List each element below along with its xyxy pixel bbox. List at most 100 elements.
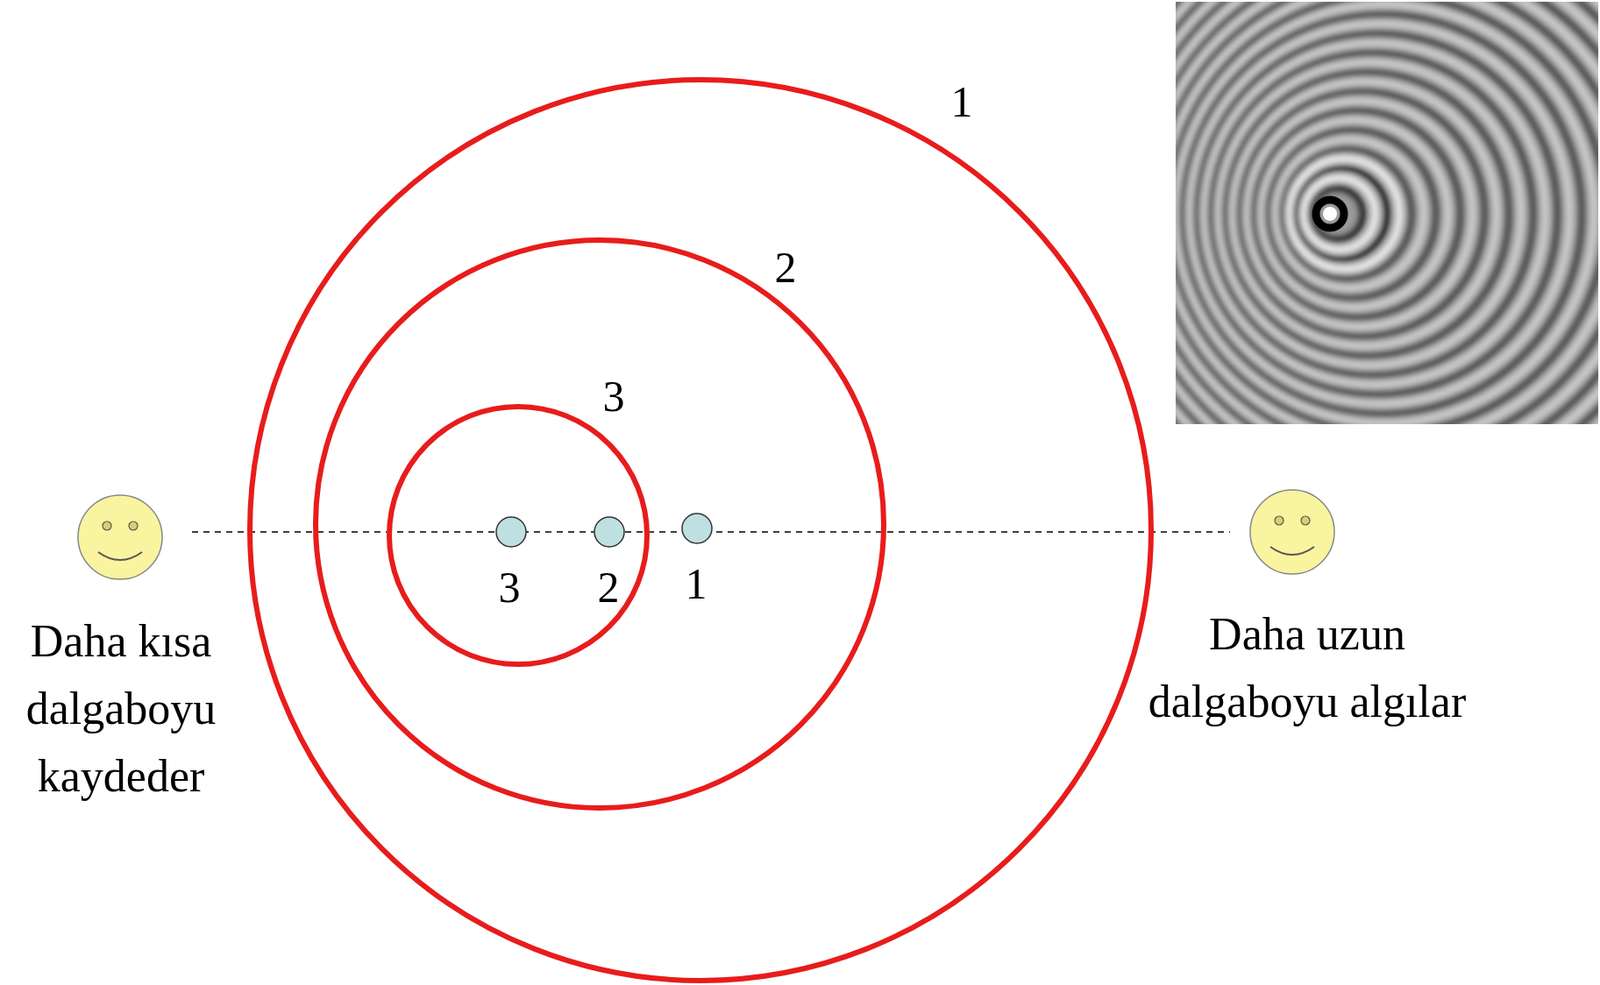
wave-rings — [1175, 1, 1599, 425]
wave-ring — [1175, 4, 1594, 424]
wave-ring — [1175, 1, 1599, 425]
wave-ring — [1175, 1, 1599, 425]
source-position — [682, 513, 712, 544]
wave-ring — [1175, 1, 1599, 425]
wave-ring — [1310, 187, 1364, 241]
wave-ring — [1175, 1, 1599, 425]
wave-ring — [1175, 1, 1599, 425]
wave-ring — [1175, 1, 1599, 425]
wave-ring — [1175, 1, 1599, 425]
wave-ring — [1175, 1, 1599, 425]
wave-ring — [1175, 1, 1599, 425]
wave-ring — [1175, 1, 1599, 425]
wave-ring — [1260, 120, 1449, 308]
wave-ring — [1281, 149, 1412, 279]
wave-ring — [1303, 177, 1376, 250]
source-position — [496, 517, 527, 548]
wave-ring — [1175, 1, 1599, 425]
wave-ring — [1175, 1, 1599, 425]
wave-ring — [1267, 129, 1437, 299]
wave-ring — [1217, 62, 1522, 366]
wave-ring — [1238, 91, 1485, 337]
inset-ground — [1175, 1, 1599, 425]
wave-ring — [1288, 158, 1400, 270]
wave-ring — [1175, 1, 1599, 425]
wave-ring — [1175, 1, 1599, 425]
wave-ring — [1175, 1, 1599, 425]
wave-ring — [1181, 14, 1582, 414]
wave-ring — [1175, 1, 1599, 425]
wave-ring — [1175, 1, 1599, 425]
wave-ring — [1253, 110, 1461, 318]
source-ring — [1315, 199, 1344, 228]
wave-ring — [1175, 1, 1599, 425]
wave-ring — [1175, 1, 1599, 425]
wave-ring — [1175, 1, 1599, 425]
wave-ring — [1203, 42, 1546, 385]
wave-ring — [1210, 52, 1534, 376]
wave-ring — [1175, 1, 1599, 425]
wave-ring — [1175, 1, 1599, 425]
wave-ring — [1175, 1, 1599, 425]
wave-ring — [1246, 100, 1473, 328]
wave-ring — [1175, 1, 1599, 425]
smiley-observer — [1250, 490, 1335, 575]
wave-ring — [1175, 1, 1599, 425]
wave-ring — [1175, 1, 1599, 425]
wave-ring — [1175, 1, 1599, 425]
position-number: 3 — [498, 562, 521, 613]
wave-ring — [1175, 1, 1599, 425]
wave-ring — [1175, 1, 1599, 425]
wave-ring — [1196, 33, 1558, 395]
observer-note: Daha uzun dalgaboyu algılar — [1144, 600, 1471, 736]
wave-ring — [1175, 1, 1599, 425]
wave-ring — [1175, 1, 1599, 425]
wave-ring — [1175, 1, 1599, 425]
wave-ring — [1231, 81, 1497, 347]
wave-ring — [1175, 1, 1599, 425]
wave-ring — [1175, 1, 1599, 425]
wave-ring — [1274, 139, 1424, 289]
wave-ring — [1175, 1, 1599, 425]
wave-ring — [1175, 1, 1599, 425]
position-number: 1 — [685, 559, 708, 610]
wave-ring — [1175, 1, 1599, 425]
wave-ring — [1175, 1, 1599, 425]
wave-ring — [1175, 1, 1599, 425]
wave-ring — [1175, 1, 1599, 425]
wave-ring — [1175, 1, 1599, 425]
wave-ring — [1175, 1, 1599, 425]
wave-ring — [1175, 1, 1599, 425]
circle-number: 2 — [775, 242, 797, 293]
position-number: 2 — [597, 562, 620, 613]
circle-number: 1 — [951, 77, 974, 128]
source-dot — [1322, 206, 1337, 221]
wave-ring — [1175, 1, 1599, 425]
wave-ring — [1175, 1, 1599, 425]
wave-ring — [1175, 1, 1599, 425]
wave-ring — [1175, 1, 1599, 425]
wavefront-circle — [389, 406, 648, 665]
observer-note: Daha kısa dalgaboyu kaydeder — [6, 607, 236, 811]
wave-ring — [1175, 1, 1599, 425]
smiley-observer — [78, 495, 163, 580]
wave-ring — [1175, 1, 1599, 425]
wavefront-circle — [249, 79, 1152, 982]
wave-ring — [1175, 1, 1599, 425]
circle-number: 3 — [603, 371, 626, 422]
wave-ring — [1175, 1, 1599, 425]
wave-pattern-inset — [1175, 1, 1599, 425]
wave-ring — [1175, 1, 1599, 425]
wave-ring — [1224, 71, 1509, 356]
source-position — [594, 517, 625, 548]
wavefront-circle — [315, 240, 884, 809]
wave-ring — [1175, 1, 1599, 425]
wave-ring — [1188, 23, 1570, 405]
wave-ring — [1175, 1, 1599, 425]
wave-ring — [1296, 168, 1388, 260]
wave-ring — [1175, 1, 1599, 425]
wave-ring — [1175, 1, 1599, 425]
wave-ring — [1175, 1, 1599, 425]
wave-ring — [1175, 1, 1599, 425]
